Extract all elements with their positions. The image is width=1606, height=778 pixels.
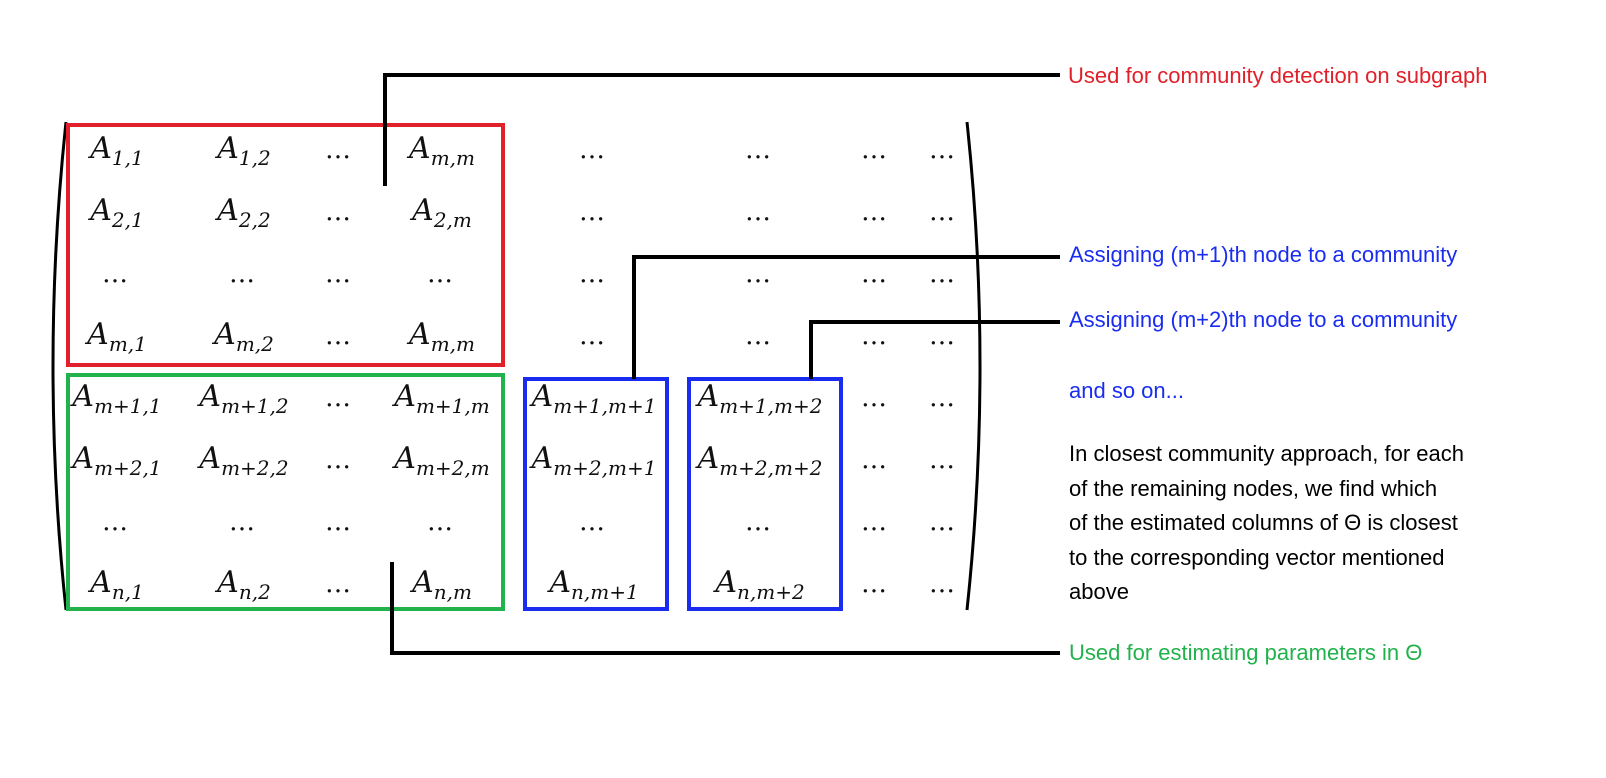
matrix-ellipsis: … xyxy=(325,135,355,165)
connector-subgraph xyxy=(383,73,1060,186)
matrix-entry: Am+2,m+1 xyxy=(529,441,657,480)
matrix-entry: A2,2 xyxy=(214,193,270,232)
matrix-entry: An,m+1 xyxy=(546,565,638,604)
matrix-ellipsis: … xyxy=(929,197,959,227)
closest-line-5: above xyxy=(1069,579,1129,604)
matrix-ellipsis: … xyxy=(427,507,457,537)
matrix-ellipsis: … xyxy=(325,507,355,537)
annotation-assign-m1: Assigning (m+1)th node to a community xyxy=(1069,242,1458,267)
matrix-ellipsis: … xyxy=(861,259,891,289)
matrix-ellipsis: … xyxy=(325,445,355,475)
matrix-ellipsis: … xyxy=(929,259,959,289)
matrix-entry: An,1 xyxy=(87,565,144,604)
column-m2-box xyxy=(687,377,843,611)
matrix-ellipsis: … xyxy=(427,259,457,289)
matrix-entry: Am+1,m+1 xyxy=(529,379,657,418)
matrix-ellipsis: … xyxy=(861,569,891,599)
matrix-ellipsis: … xyxy=(861,321,891,351)
connector-estimating xyxy=(390,562,1060,655)
matrix-ellipsis: … xyxy=(929,569,959,599)
matrix-ellipsis: … xyxy=(579,259,609,289)
matrix-entry: Am+2,1 xyxy=(69,441,161,480)
matrix-ellipsis: … xyxy=(861,383,891,413)
left-bracket xyxy=(51,121,68,611)
matrix-ellipsis: … xyxy=(929,445,959,475)
closest-line-1: In closest community approach, for each xyxy=(1069,441,1464,466)
annotation-subgraph: Used for community detection on subgraph xyxy=(1068,63,1488,88)
matrix-ellipsis: … xyxy=(325,321,355,351)
matrix-entry: Am,2 xyxy=(211,317,274,356)
matrix-ellipsis: … xyxy=(745,259,775,289)
matrix-entry: An,m+2 xyxy=(712,565,804,604)
matrix-entry: A1,2 xyxy=(214,131,270,170)
matrix-ellipsis: … xyxy=(102,259,132,289)
matrix-ellipsis: … xyxy=(229,507,259,537)
matrix-ellipsis: … xyxy=(861,445,891,475)
matrix-ellipsis: … xyxy=(745,507,775,537)
matrix-entry: Am,1 xyxy=(84,317,147,356)
matrix-entry: Am+1,1 xyxy=(69,379,161,418)
closest-line-4: to the corresponding vector mentioned xyxy=(1069,544,1445,570)
matrix-entry: Am+2,m xyxy=(391,441,489,480)
matrix-entry: Am,m xyxy=(406,317,475,356)
annotation-closest-community: In closest community approach, for each … xyxy=(1069,437,1464,610)
column-m1-box xyxy=(523,377,669,611)
matrix-ellipsis: … xyxy=(325,197,355,227)
matrix-entry: Am,m xyxy=(406,131,475,170)
matrix-ellipsis: … xyxy=(102,507,132,537)
matrix-cells: A1,1 A1,2 … Am,m … … … … A2,1 A2,2 … A2,m … … … … … … … … … …… xyxy=(69,131,959,604)
annotation-and-so-on: and so on... xyxy=(1069,378,1184,403)
matrix-ellipsis: … xyxy=(579,321,609,351)
matrix-ellipsis: … xyxy=(579,197,609,227)
matrix-entry: Am+1,2 xyxy=(196,379,288,418)
connector-assign-m2 xyxy=(809,320,1060,379)
matrix-ellipsis: … xyxy=(325,383,355,413)
matrix-ellipsis: … xyxy=(325,569,355,599)
subgraph-block-box xyxy=(66,123,505,367)
matrix-entry: Am+1,m xyxy=(391,379,489,418)
matrix-entry: A2,1 xyxy=(87,193,143,232)
matrix-ellipsis: … xyxy=(325,259,355,289)
estimation-block-box xyxy=(66,373,505,611)
matrix-ellipsis: … xyxy=(229,259,259,289)
matrix-ellipsis: … xyxy=(861,197,891,227)
matrix-ellipsis: … xyxy=(579,507,609,537)
matrix-entry: An,2 xyxy=(214,565,271,604)
connector-assign-m1 xyxy=(632,255,1060,379)
matrix-entry: An,m xyxy=(409,565,472,604)
matrix-ellipsis: … xyxy=(929,321,959,351)
closest-line-3: of the estimated columns of Θ is closest xyxy=(1069,510,1458,535)
matrix-ellipsis: … xyxy=(929,507,959,537)
matrix-entry: Am+2,m+2 xyxy=(695,441,823,480)
matrix-ellipsis: … xyxy=(929,383,959,413)
annotation-estimating: Used for estimating parameters in Θ xyxy=(1069,640,1423,665)
matrix-entry: Am+2,2 xyxy=(196,441,288,480)
matrix-entry: Am+1,m+2 xyxy=(695,379,823,418)
annotation-assign-m2: Assigning (m+2)th node to a community xyxy=(1069,307,1458,332)
matrix-ellipsis: … xyxy=(861,507,891,537)
closest-line-2: of the remaining nodes, we find which xyxy=(1069,475,1438,501)
right-bracket xyxy=(965,121,982,611)
matrix-ellipsis: … xyxy=(745,135,775,165)
matrix-ellipsis: … xyxy=(745,197,775,227)
matrix-ellipsis: … xyxy=(579,135,609,165)
matrix-entry: A1,1 xyxy=(87,131,143,170)
matrix-entry: A2,m xyxy=(409,193,472,232)
matrix-ellipsis: … xyxy=(929,135,959,165)
matrix-ellipsis: … xyxy=(861,135,891,165)
matrix-ellipsis: … xyxy=(745,321,775,351)
